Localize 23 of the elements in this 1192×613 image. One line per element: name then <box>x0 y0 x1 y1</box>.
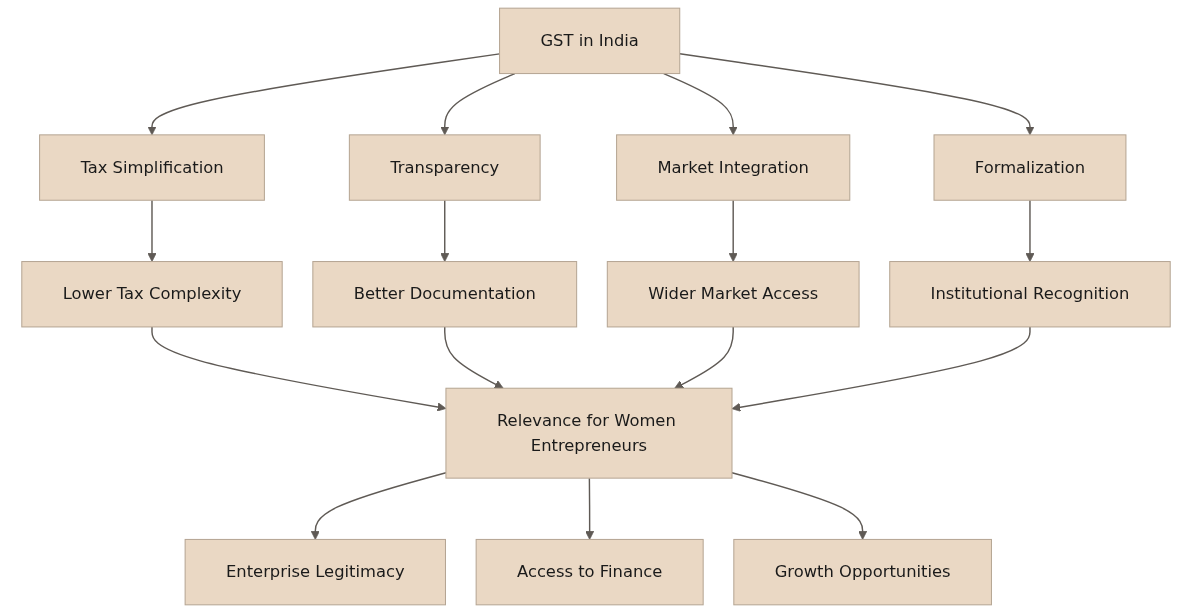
arrow <box>444 326 504 389</box>
node-box: Transparency <box>348 134 541 201</box>
node-box: Relevance for Women Entrepreneurs <box>445 387 733 479</box>
node-box: Access to Finance <box>475 538 704 606</box>
arrow <box>147 199 157 262</box>
arrow <box>679 53 1035 136</box>
arrow <box>1025 199 1035 262</box>
arrow <box>663 72 738 136</box>
node-box: Formalization <box>933 134 1127 201</box>
node-box: Tax Simplification <box>39 134 265 201</box>
node-box: Wider Market Access <box>606 261 860 328</box>
node-box: GST in India <box>499 7 681 75</box>
node-box: Better Documentation <box>312 261 578 328</box>
node-box: Growth Opportunities <box>733 538 992 606</box>
arrow <box>728 199 738 262</box>
arrow <box>440 199 450 262</box>
arrow <box>585 477 595 540</box>
node-box: Market Integration <box>616 134 851 201</box>
node-box: Institutional Recognition <box>889 261 1171 328</box>
node-box: Enterprise Legitimacy <box>184 538 446 606</box>
arrow <box>674 326 734 389</box>
node-box: Lower Tax Complexity <box>21 261 283 328</box>
arrow <box>440 72 516 136</box>
